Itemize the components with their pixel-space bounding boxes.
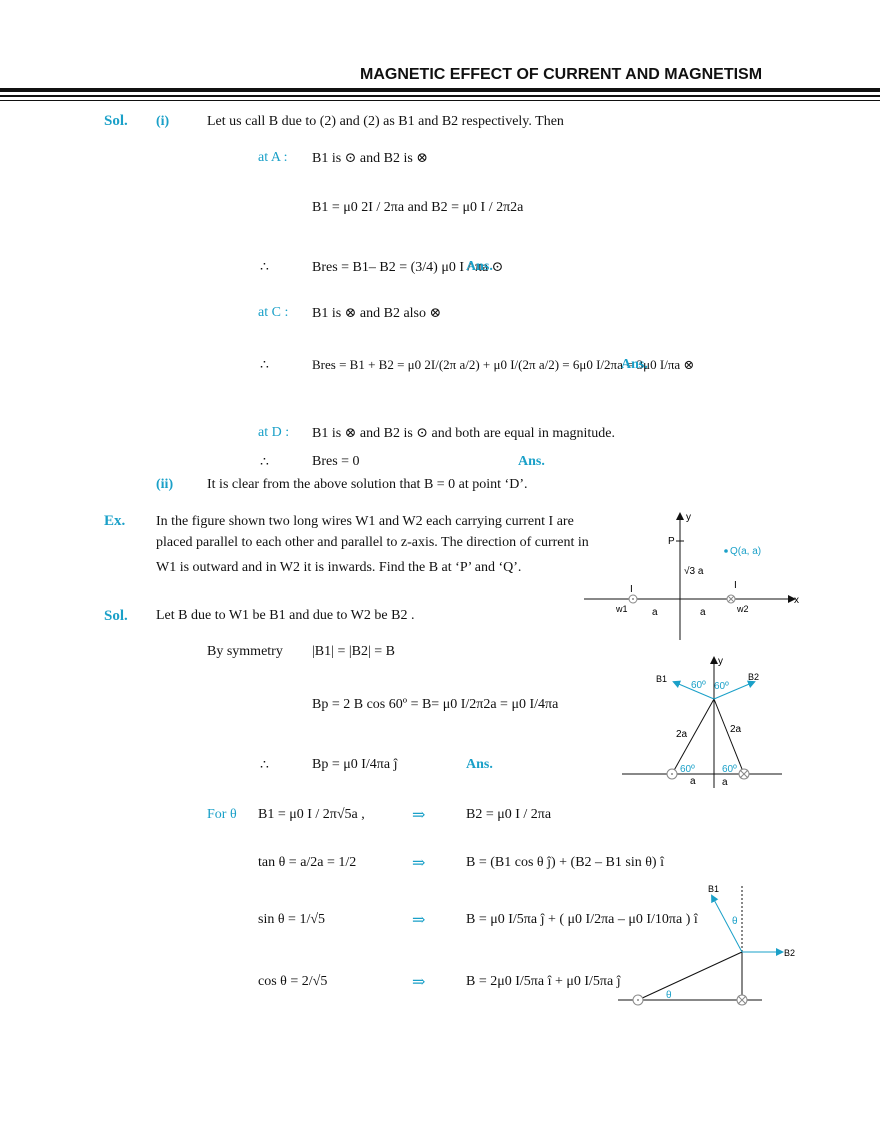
ex-line-1: In the figure shown two long wires W1 an… (156, 514, 574, 529)
bres-d: Bres = 0 (312, 454, 360, 469)
therefore-symbol-c: ∴ (260, 358, 269, 373)
fig1-q-label: Q(a, a) (730, 546, 761, 557)
implies-4: ⇒ (412, 974, 426, 991)
fig2-side-1: 2a (676, 729, 688, 740)
fig3-theta-bottom: θ (666, 990, 672, 1001)
symmetry-eq: |B1| = |B2| = B (312, 644, 396, 659)
fig2-vector-b1 (672, 680, 715, 700)
header-rule-thin (0, 100, 880, 101)
part-ii-text: It is clear from the above solution that… (207, 477, 528, 492)
at-a-text: B1 is ⊙ and B2 is ⊗ (312, 151, 429, 166)
fig2-vector-b2 (713, 680, 756, 700)
b-vector-3: B = 2μ0 I/5πa î + μ0 I/5πa ĵ (466, 974, 621, 989)
figure-field-at-p: y B1 B2 60º 60º 2a 2a 60º 60º a a (622, 656, 782, 788)
fig2-angle-4: 60º (722, 764, 737, 775)
implies-1: ⇒ (412, 807, 426, 824)
fig2-a2: a (722, 777, 728, 788)
fig2-y-label: y (718, 656, 723, 667)
bres-a: Bres = B1– B2 = (3/4) μ0 I / πa ⊙ (312, 260, 504, 275)
fig1-a2: a (700, 607, 706, 618)
header-rule-thick (0, 88, 880, 92)
b-vector-1: B = (B1 cos θ ĵ) + (B2 – B1 sin θ) î (466, 855, 664, 870)
sol2-intro: Let B due to W1 be B1 and due to W2 be B… (156, 608, 415, 623)
ans-a: Ans. (466, 259, 493, 274)
fig1-x-label: x (794, 595, 799, 606)
fig2-a1: a (690, 776, 696, 787)
fig2-angle-1: 60º (691, 680, 706, 691)
figure-field-at-q: B1 B2 θ θ (618, 884, 795, 1006)
fig1-a1: a (652, 607, 658, 618)
therefore-symbol-bp: ∴ (260, 758, 269, 773)
ans-c: Ans. (621, 357, 648, 372)
fig1-p-label: P (668, 536, 675, 547)
fig1-point-q (724, 549, 728, 553)
fig1-sqrt3a: √3 a (684, 565, 704, 577)
bres-c: Bres = B1 + B2 = μ0 2I/(2π a/2) + μ0 I/(… (312, 357, 695, 372)
implies-2: ⇒ (412, 855, 426, 872)
page-title: MAGNETIC EFFECT OF CURRENT AND MAGNETISM (360, 66, 763, 83)
fig2-side-left (671, 698, 715, 775)
sin-theta: sin θ = 1/√5 (258, 912, 326, 927)
fig3-hypotenuse (637, 951, 743, 1001)
at-c-text: B1 is ⊗ and B2 also ⊗ (312, 306, 442, 321)
fig2-angle-2: 60º (714, 681, 729, 692)
fig1-w2: w2 (736, 604, 749, 614)
cos-theta: cos θ = 2/√5 (258, 974, 328, 989)
b1-theta: B1 = μ0 I / 2π√5a , (258, 807, 365, 822)
implies-3: ⇒ (412, 912, 426, 929)
ans-bp: Ans. (466, 757, 493, 772)
at-a-label: at A : (258, 150, 288, 165)
at-d-text: B1 is ⊗ and B2 is ⊙ and both are equal i… (312, 426, 616, 441)
sol-label: Sol. (104, 113, 128, 129)
part-i-label: (i) (156, 114, 170, 129)
fig1-i1: I (630, 584, 633, 595)
fig3-theta-top: θ (732, 916, 738, 927)
sol2-label: Sol. (104, 608, 128, 624)
fig2-side-2: 2a (730, 724, 742, 735)
fig2-angle-3: 60º (680, 764, 695, 775)
header-rule-mid (0, 95, 880, 97)
fig2-b1-label: B1 (656, 674, 667, 684)
ex-line-2: placed parallel to each other and parall… (156, 535, 589, 550)
fig1-y-label: y (686, 512, 691, 523)
figure-wires-axes: y x P Q(a, a) √3 a I I w1 w2 a a (584, 512, 799, 640)
at-c-label: at C : (258, 305, 289, 320)
symmetry-label: By symmetry (207, 644, 283, 659)
fig2-side-right (713, 698, 745, 775)
fig1-w1: w1 (615, 604, 628, 614)
b2-theta: B2 = μ0 I / 2πa (466, 807, 552, 822)
fig3-b1-label: B1 (708, 884, 719, 894)
part-ii-label: (ii) (156, 477, 174, 492)
therefore-symbol-d: ∴ (260, 455, 269, 470)
b-vector-2: B = μ0 I/5πa ĵ + ( μ0 I/2πa – μ0 I/10πa … (466, 912, 698, 927)
bp-vector: Bp = μ0 I/4πa ĵ (312, 757, 398, 772)
fig2-b2-label: B2 (748, 672, 759, 682)
for-theta-label: For θ (207, 807, 237, 822)
fig3-vector-b1 (711, 894, 743, 953)
fig3-b2-label: B2 (784, 948, 795, 958)
therefore-symbol: ∴ (260, 260, 269, 275)
at-d-label: at D : (258, 425, 290, 440)
ans-d: Ans. (518, 454, 545, 469)
tan-theta: tan θ = a/2a = 1/2 (258, 855, 357, 870)
ex-label: Ex. (104, 513, 126, 529)
sol1-intro: Let us call B due to (2) and (2) as B1 a… (207, 114, 564, 129)
fig1-i2: I (734, 580, 737, 591)
ex-line-3: W1 is outward and in W2 it is inwards. F… (156, 560, 522, 575)
b1-b2-formula: B1 = μ0 2I / 2πa and B2 = μ0 I / 2π2a (312, 200, 524, 215)
bp-eq: Bp = 2 B cos 60º = B= μ0 I/2π2a = μ0 I/4… (312, 697, 559, 712)
